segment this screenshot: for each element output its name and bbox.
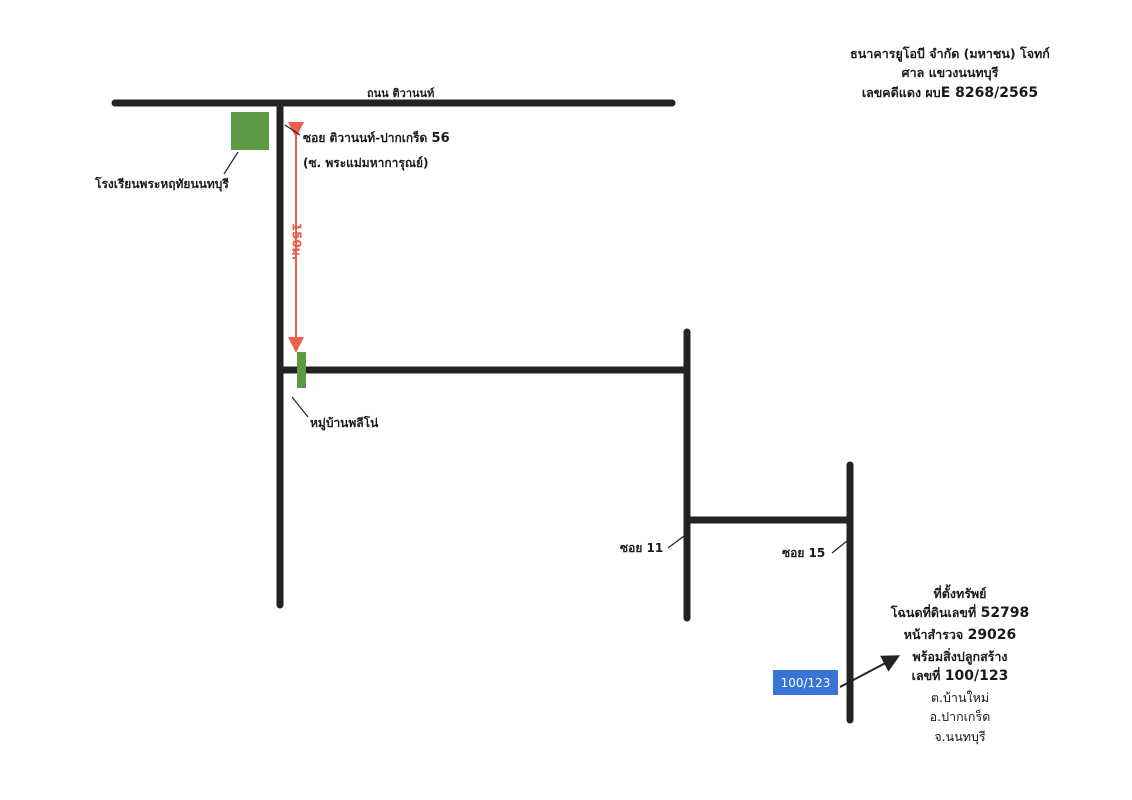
- survey-line: หน้าสำรวจ 29026: [880, 625, 1040, 647]
- soi-56-alt-label: (ซ. พระแม่มหาการุณย์): [303, 156, 429, 170]
- deed-line: โฉนดที่ดินเลขที่ 52798: [880, 603, 1040, 625]
- village-leader-line: [291, 396, 309, 418]
- case-number-line: เลขคดีแดง ผบE 8268/2565: [820, 83, 1080, 105]
- subdistrict-line: ต.บ้านใหม่: [930, 689, 990, 705]
- soi-56-number: 56: [431, 131, 450, 146]
- village-label: หมู่บ้านพลีโน่: [310, 416, 379, 430]
- deed-number: 52798: [980, 605, 1030, 622]
- school-landmark: [231, 112, 269, 150]
- property-title: ที่ตั้งทรัพย์: [933, 586, 987, 601]
- soi-11-leader-line: [667, 535, 685, 549]
- soi-56-leader-line: [284, 124, 301, 136]
- soi-15-leader-line: [831, 540, 848, 554]
- case-number: E 8268/2565: [940, 84, 1039, 101]
- province-line: จ.นนทบุรี: [934, 728, 986, 744]
- plaintiff-line: ธนาคารยูโอบี จำกัด (มหาชน) โจทก์: [850, 46, 1050, 61]
- survey-prefix: หน้าสำรวจ: [903, 627, 968, 643]
- court-line: ศาล แขวงนนทบุรี: [901, 65, 999, 81]
- main-road-label: ถนน ติวานนท์: [367, 87, 435, 100]
- soi-15-label: ซอย 15: [782, 546, 826, 560]
- distance-label: 150ม.: [289, 222, 304, 261]
- district-line: อ.ปากเกร็ด: [929, 709, 991, 725]
- property-arrow: [839, 655, 901, 688]
- soi-11-label: ซอย 11: [620, 541, 664, 555]
- deed-prefix: โฉนดที่ดินเลขที่: [890, 605, 981, 621]
- soi-56-label: ซอย ติวานนท์-ปากเกร็ด 56: [303, 131, 450, 147]
- house-number: 100/123: [944, 668, 1009, 685]
- soi-56-name: ซอย ติวานนท์-ปากเกร็ด: [303, 131, 432, 145]
- property-info: ที่ตั้งทรัพย์ โฉนดที่ดินเลขที่ 52798 หน้…: [880, 584, 1040, 746]
- survey-number: 29026: [967, 627, 1017, 644]
- buildings-line: พร้อมสิ่งปลูกสร้าง: [912, 648, 1008, 664]
- house-line: เลขที่ 100/123: [880, 666, 1040, 688]
- property-marker: 100/123: [773, 670, 838, 695]
- village-landmark: [297, 352, 306, 388]
- house-prefix: เลขที่: [911, 668, 945, 684]
- school-leader-line: [223, 151, 239, 175]
- case-number-prefix: เลขคดีแดง ผบ: [861, 84, 941, 100]
- case-header: ธนาคารยูโอบี จำกัด (มหาชน) โจทก์ ศาล แขว…: [820, 44, 1080, 104]
- school-label: โรงเรียนพระหฤทัยนนทบุรี: [95, 177, 229, 191]
